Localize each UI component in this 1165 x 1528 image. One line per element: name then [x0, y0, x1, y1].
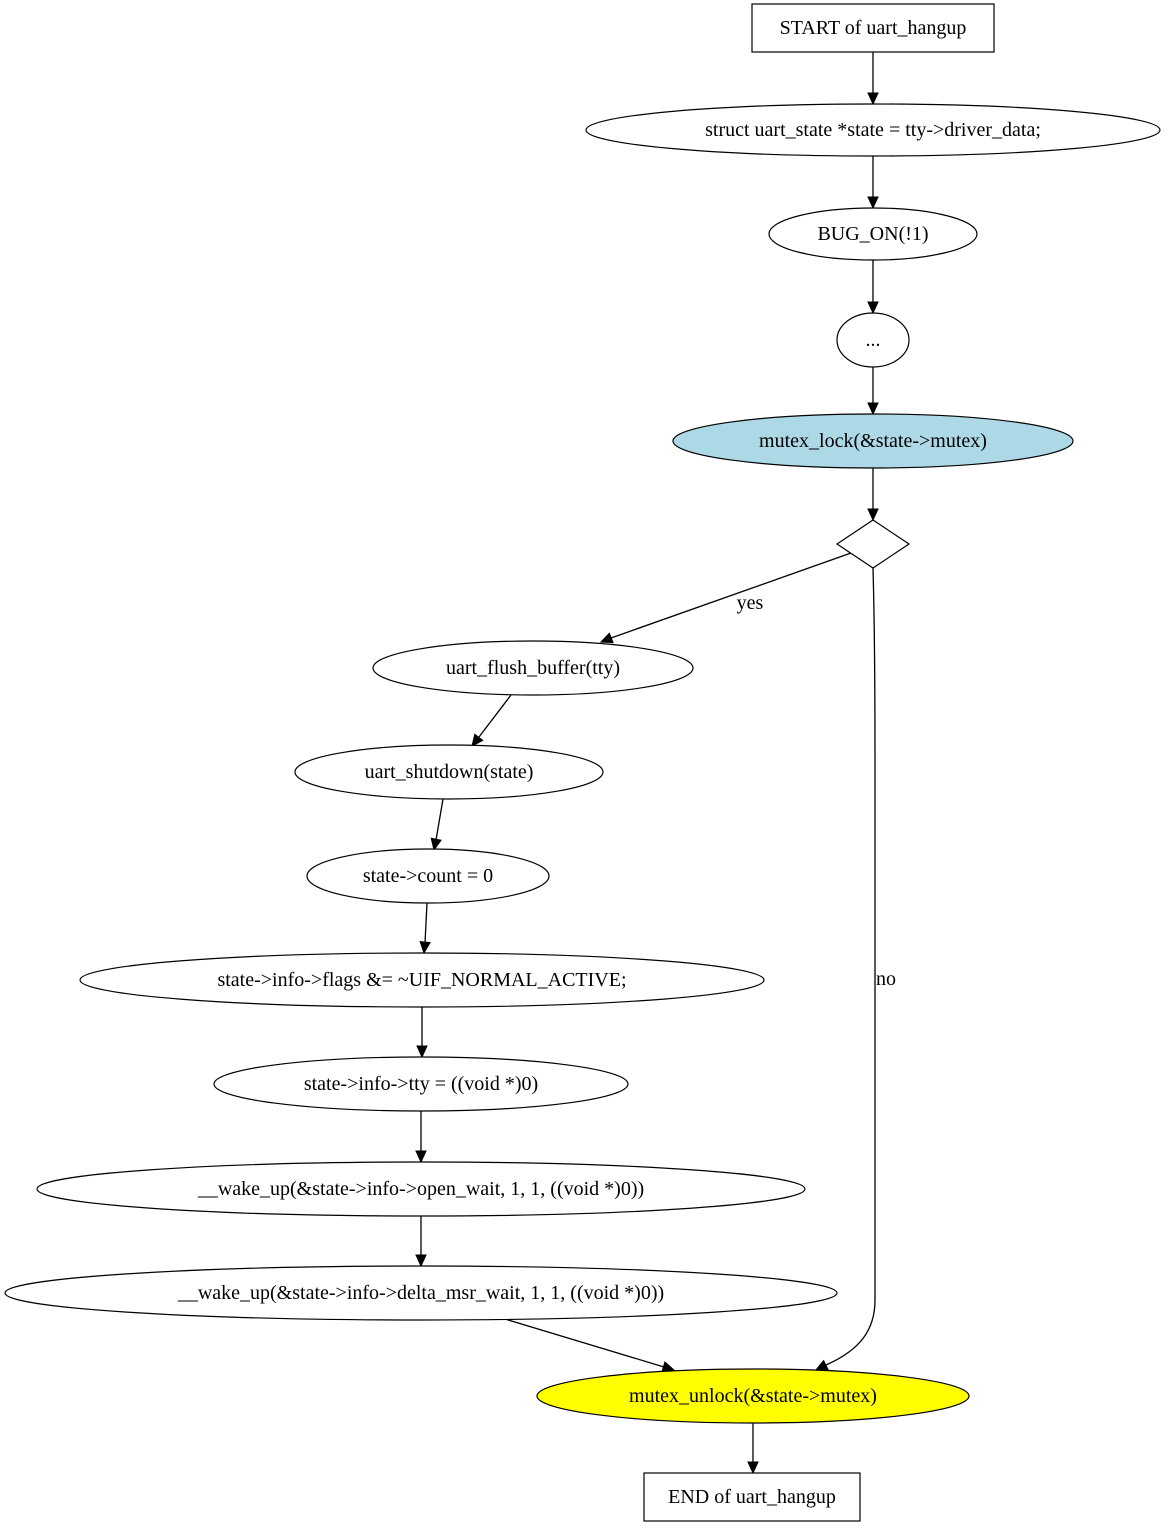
- node-wake2: __wake_up(&state->info->delta_msr_wait, …: [4, 1265, 838, 1321]
- node-end: END of uart_hangup: [643, 1472, 861, 1522]
- node-wake1: __wake_up(&state->info->open_wait, 1, 1,…: [36, 1161, 806, 1217]
- edge-arrowhead: [419, 940, 431, 955]
- edge-cond-to-unlock: no: [814, 567, 896, 1371]
- edge-line: [435, 798, 444, 841]
- edge-line: [424, 902, 428, 944]
- node-label: START of uart_hangup: [780, 17, 967, 39]
- edge-tty-to-wake1: [415, 1111, 427, 1164]
- node-ellipse: [79, 952, 765, 1008]
- edge-arrowhead: [747, 1461, 759, 1475]
- node-shutdown: uart_shutdown(state): [294, 744, 604, 800]
- edge-dots-to-lock: [867, 367, 879, 416]
- edge-line: [825, 567, 876, 1366]
- edge-line: [478, 694, 512, 738]
- edge-label-no: no: [876, 968, 896, 990]
- node-start: START of uart_hangup: [751, 3, 995, 53]
- node-label: struct uart_state *state = tty->driver_d…: [705, 119, 1041, 141]
- node-label: uart_shutdown(state): [365, 761, 534, 783]
- node-box: [751, 3, 995, 53]
- node-label: BUG_ON(!1): [817, 223, 928, 245]
- node-dots: ...: [836, 312, 910, 368]
- node-label: END of uart_hangup: [668, 1486, 836, 1508]
- edge-arrowhead: [814, 1359, 829, 1371]
- node-ellipse: [4, 1265, 838, 1321]
- edge-wake1-to-wake2: [415, 1216, 427, 1268]
- node-count: state->count = 0: [306, 848, 550, 904]
- edge-count-to-flags: [419, 902, 431, 955]
- node-label: mutex_unlock(&state->mutex): [629, 1385, 877, 1407]
- node-ellipse: [306, 848, 550, 904]
- node-flags: state->info->flags &= ~UIF_NORMAL_ACTIVE…: [79, 952, 765, 1008]
- node-ellipse: [768, 207, 978, 261]
- edge-arrowhead: [415, 1150, 427, 1164]
- edge-arrowhead: [867, 402, 879, 416]
- node-tty: state->info->tty = ((void *)0): [213, 1056, 629, 1112]
- edge-arrowhead: [867, 92, 879, 106]
- edge-unlock-to-end: [747, 1423, 759, 1475]
- edge-arrowhead: [430, 837, 442, 852]
- edge-cond-to-flush: yes: [599, 552, 852, 644]
- edge-arrowhead: [867, 301, 879, 315]
- edge-arrowhead: [867, 508, 879, 522]
- edge-shutdown-to-count: [430, 798, 444, 852]
- edge-line: [610, 552, 852, 639]
- edge-bugon-to-dots: [867, 260, 879, 315]
- edge-label-yes: yes: [737, 592, 764, 614]
- edge-arrowhead: [599, 632, 614, 644]
- edge-lock-to-cond: [867, 468, 879, 522]
- node-unlock: mutex_unlock(&state->mutex): [536, 1368, 970, 1424]
- edge-wake2-to-unlock: [504, 1318, 676, 1373]
- node-label: __wake_up(&state->info->delta_msr_wait, …: [177, 1282, 664, 1304]
- node-ellipse: [213, 1056, 629, 1112]
- node-ellipse: [585, 103, 1161, 157]
- edge-flush-to-shutdown: [471, 694, 512, 747]
- edge-flags-to-tty: [416, 1007, 428, 1059]
- node-label: mutex_lock(&state->mutex): [759, 430, 987, 452]
- node-ellipse: [672, 413, 1074, 469]
- edge-line: [504, 1318, 665, 1368]
- node-decl: struct uart_state *state = tty->driver_d…: [585, 103, 1161, 157]
- node-label: ...: [866, 329, 881, 351]
- edge-arrowhead: [471, 733, 484, 747]
- node-label: state->info->flags &= ~UIF_NORMAL_ACTIVE…: [217, 969, 626, 991]
- node-ellipse: [836, 312, 910, 368]
- node-label: state->count = 0: [363, 865, 493, 887]
- node-ellipse: [294, 744, 604, 800]
- edge-arrowhead: [416, 1045, 428, 1059]
- node-box: [643, 1472, 861, 1522]
- node-ellipse: [536, 1368, 970, 1424]
- node-cond: [835, 519, 911, 569]
- decision-diamond: [835, 519, 911, 569]
- node-label: state->info->tty = ((void *)0): [304, 1073, 538, 1095]
- node-bugon: BUG_ON(!1): [768, 207, 978, 261]
- edge-start-to-decl: [867, 52, 879, 106]
- node-ellipse: [36, 1161, 806, 1217]
- node-label: __wake_up(&state->info->open_wait, 1, 1,…: [197, 1178, 644, 1200]
- edge-arrowhead: [415, 1254, 427, 1268]
- node-label: uart_flush_buffer(tty): [446, 657, 620, 679]
- edge-arrowhead: [661, 1361, 676, 1373]
- node-flush: uart_flush_buffer(tty): [372, 640, 694, 696]
- node-ellipse: [372, 640, 694, 696]
- edge-arrowhead: [867, 196, 879, 210]
- node-lock: mutex_lock(&state->mutex): [672, 413, 1074, 469]
- edge-decl-to-bugon: [867, 156, 879, 210]
